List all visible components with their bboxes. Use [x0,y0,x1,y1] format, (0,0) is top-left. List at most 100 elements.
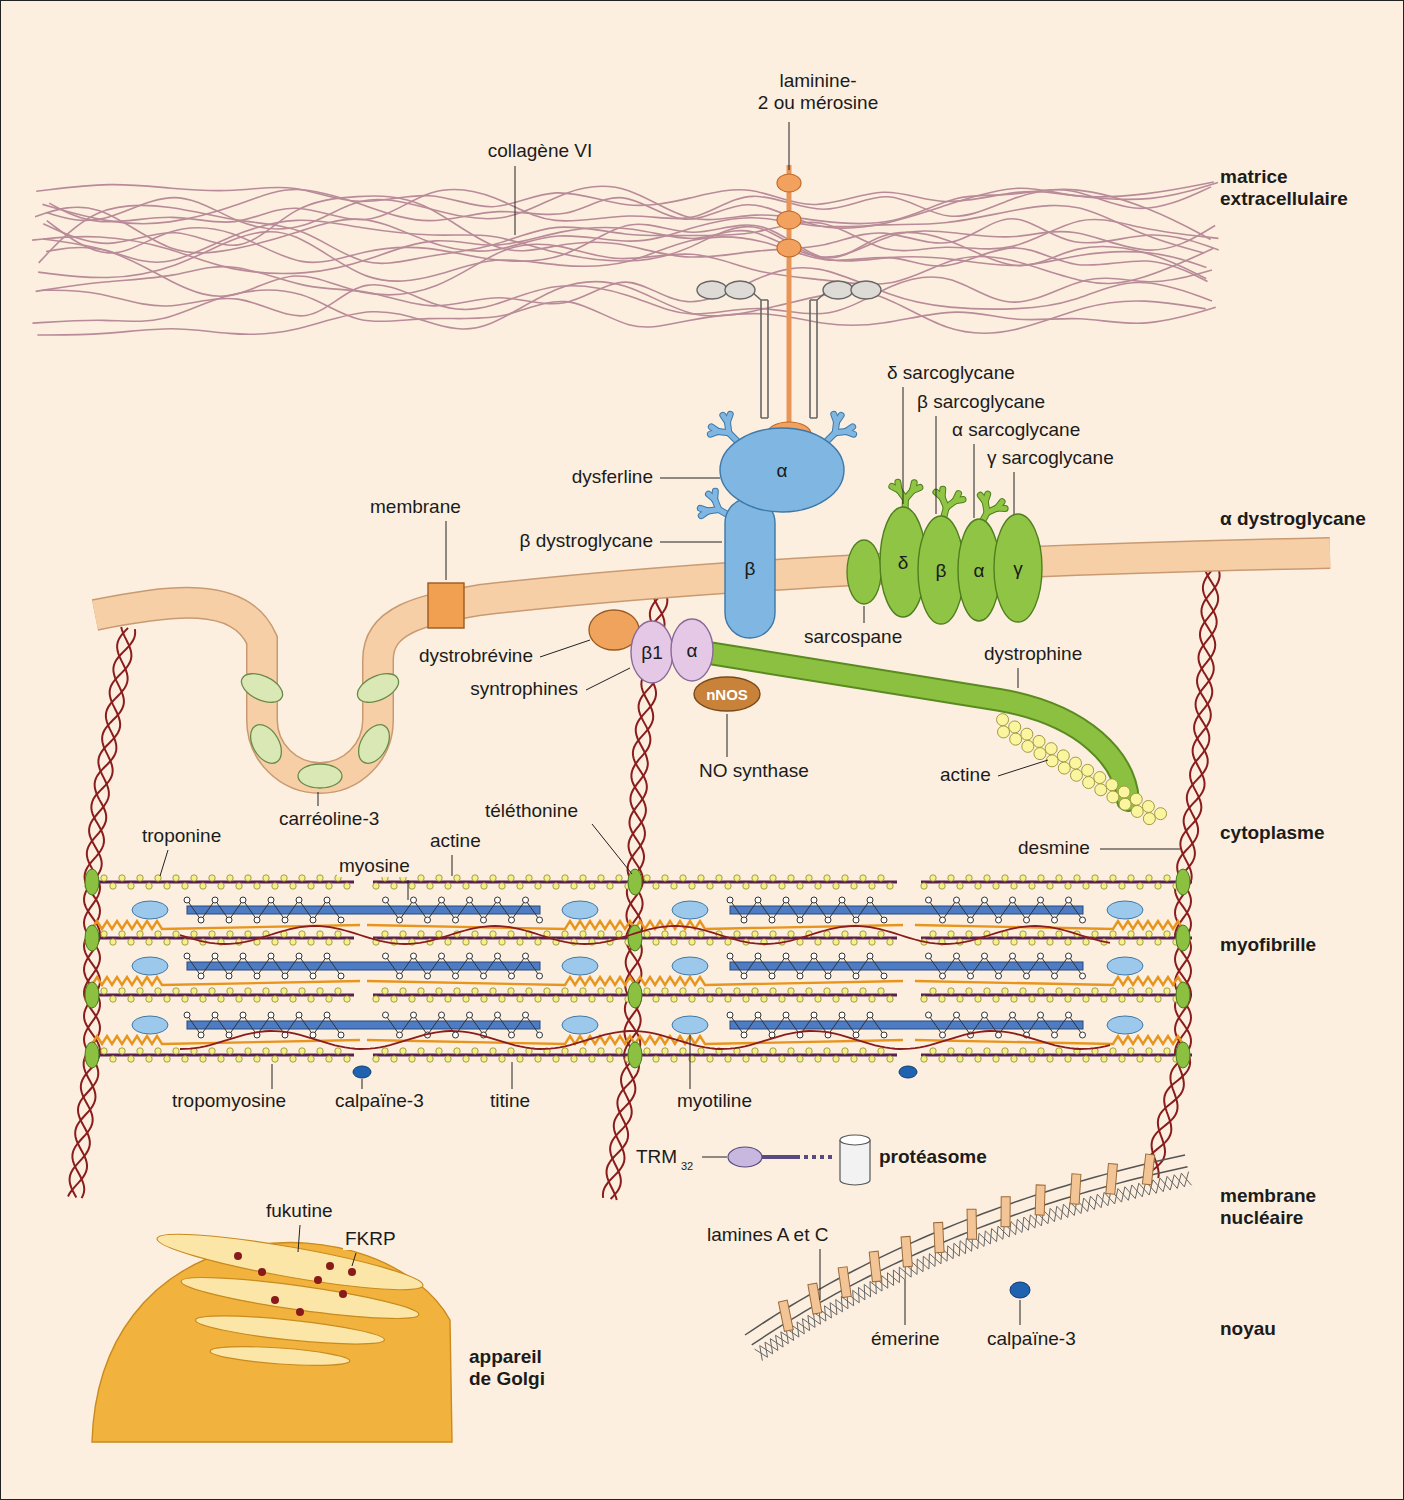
actin-bead [671,939,677,945]
actin-bead [1119,883,1125,889]
actin-bead [653,883,659,889]
myosin-head [198,973,204,979]
myosin-head [495,953,501,959]
part-label: α sarcoglycane [950,419,1082,441]
actin-bead [680,931,686,937]
actin-bead [1074,875,1080,881]
glycan-branch [913,487,920,490]
actin-bead [344,996,350,1002]
myosin-head [881,1032,887,1038]
laminin [697,165,881,446]
actin-bead [1110,931,1116,937]
actin-bead [562,875,568,881]
subunit-shape [720,428,844,512]
actin-bead [173,931,179,937]
actin-bead [1002,988,1008,994]
myosin-head [1080,1032,1086,1038]
actin-bead [427,1056,433,1062]
actin-bead [245,875,251,881]
actin-bead [975,996,981,1002]
actin-bead [869,1056,875,1062]
actin-bead [146,883,152,889]
actin-bead [499,1056,505,1062]
myosin-head [397,973,403,979]
collagen-fibre [47,221,1207,279]
actin-bead [299,988,305,994]
myosin-head [411,1012,417,1018]
collagen-fibre [35,205,1204,253]
actin-bead [698,988,704,994]
titin-filament [92,921,360,929]
actin-bead [1020,931,1026,937]
actin-bead [869,939,875,945]
actin-bead [680,875,686,881]
actin-bead [1083,939,1089,945]
laminin-globule [823,281,853,299]
leader-line [362,1079,363,1089]
laminin-globule [777,211,801,229]
actin-bead [984,875,990,881]
glycan-edge [955,499,963,500]
actin-bead [481,883,487,889]
actin-bead [921,883,927,889]
part-label: dysferline [570,466,655,488]
actin-bead [317,875,323,881]
actin-bead [481,1056,487,1062]
dystrophin-edge [690,650,1128,800]
actin-bead [653,939,659,945]
actin-bead [490,931,496,937]
myosin-head [509,973,515,979]
actin-bead [966,988,972,994]
actin-bead [1047,939,1053,945]
glycan-edge [700,508,708,511]
emerin-shape [778,1300,793,1331]
myosin-head [783,897,789,903]
actin-bead [481,939,487,945]
actin-bead [1110,875,1116,881]
z-disc [628,925,642,951]
actin-bead [869,996,875,1002]
myosin-head [839,897,845,903]
leader-line [272,1064,273,1089]
actin-bead [833,883,839,889]
titin-filament [367,977,635,985]
myosin-head [926,953,932,959]
actin-bead [1137,883,1143,889]
leader-line [727,714,728,757]
actin-bead [616,875,622,881]
actin-bead [1038,988,1044,994]
glycan-branch [700,508,708,511]
actin-bead [1056,1048,1062,1054]
myotilin-shape [132,901,168,919]
myosin-head [996,1032,1002,1038]
actin-monomer [1095,784,1107,796]
titin-filament [635,921,903,929]
actin-bead [335,931,341,937]
myosin-heads [929,956,1083,976]
actin-monomer [1009,721,1021,733]
actin-bead [607,883,613,889]
myosin-head [968,973,974,979]
actin-bead [939,883,945,889]
actin-bead [842,1048,848,1054]
actin-bead [1155,996,1161,1002]
myosin-head [811,1012,817,1018]
actin-monomer [1142,800,1154,812]
sarcospan-shape [847,540,881,604]
actin-bead [254,883,260,889]
actin-monomer [1131,805,1143,817]
myosin-head [184,1012,190,1018]
myotilin-shape [672,957,708,975]
myosin-head [198,917,204,923]
actin-bead [788,1048,794,1054]
thick-filament [730,962,1083,970]
glycan-branch [846,431,854,434]
actin-bead [1011,1056,1017,1062]
actin-bead [1065,996,1071,1002]
actin-bead [779,996,785,1002]
actin-bead [824,988,830,994]
actin-bead [580,875,586,881]
part-label: fukutine [264,1200,335,1222]
myosin-head [397,917,403,923]
